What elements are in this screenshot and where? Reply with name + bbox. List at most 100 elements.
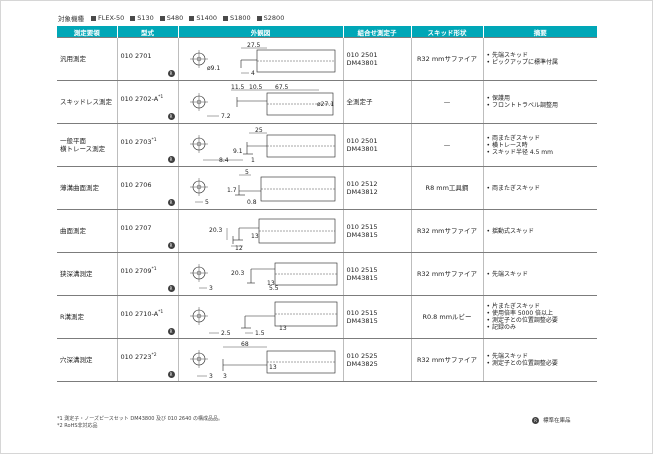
target-models-label: 対象機種 [58,15,84,23]
cell-method: 穴深溝測定 [57,338,118,382]
cell-skid: R32 mmサファイア [411,252,484,296]
dimension-label: 13 [279,325,287,332]
cell-skid: R8 mm工具鋼 [411,166,484,210]
header-method: 測定要領 [57,26,118,38]
rohs-icon: R [167,113,175,120]
dimension-label: 13 [251,233,259,240]
dimension-label: 11.5 [231,84,245,91]
dimension-label: 9.1 [233,148,243,155]
note-item: 記録のみ [487,324,595,331]
cell-method: 薄溝曲面測定 [57,166,118,210]
cell-skid: R0.8 mmルビー [411,295,484,339]
square-icon [91,15,96,21]
cell-notes: 先端スキッド [483,252,597,296]
note-item: 測定子との位置調整必要 [487,360,595,367]
dimension-label: ø27.1 [317,101,334,108]
cell-notes: 先端スキッドピックアップに標準付属 [483,37,597,81]
model-item: S480 [159,14,183,22]
note-item: 保護用 [487,95,595,102]
dimension-label: 5 [205,199,209,206]
model-item: S2800 [256,14,284,22]
header-probe: 組合せ測定子 [343,26,412,38]
rohs-icon: R [167,371,175,378]
rohs-icon: R [167,242,175,249]
cell-notes: 両またぎスキッド横トレース時スキッド半径 4.5 mm [483,123,597,167]
cell-skid: — [411,80,484,124]
rohs-icon: R [167,285,175,292]
target-models: 対象機種 FLEX-50 S130 S480 S1400 S1800 S2800 [58,13,290,23]
cell-method: 狭深溝測定 [57,252,118,296]
cell-method: 曲面測定 [57,209,118,253]
footnote-1: *1 測定子・ノーズピースセット DM43800 及び 010 2640 の構成… [57,416,224,422]
table-header-row: 測定要領 型式 外観図 組合せ測定子 スキッド形状 摘要 [57,26,597,38]
note-item: 両またぎスキッド [487,185,595,192]
rohs-icon: R [167,328,175,335]
dimension-label: ø9.1 [207,65,220,72]
dimension-label: 67.5 [275,84,289,91]
cell-method: 一般平面 横トレース測定 [57,123,118,167]
dimension-label: 4 [251,70,255,77]
header-figure: 外観図 [178,26,344,38]
cell-notes: 先端スキッド測定子との位置調整必要 [483,338,597,382]
rohs-icon: R [167,199,175,206]
note-item: 両またぎスキッド [487,135,595,142]
cell-notes: 両またぎスキッド [483,166,597,210]
dimension-label: 13 [267,280,275,287]
note-item: 揺動式スキッド [487,228,595,235]
model-item: S1800 [222,14,251,22]
square-icon [256,15,262,21]
cell-method: スキッドレス測定 [57,80,118,124]
cell-skid: R32 mmサファイア [411,209,484,253]
cell-notes: 片またぎスキッド使用倍率 5000 倍以上測定子との位置調整必要記録のみ [483,295,597,339]
dimension-label: 5.5 [269,285,279,292]
appearance-diagram: 27.5ø9.14 [189,42,335,77]
cell-skid: R32 mmサファイア [411,338,484,382]
header-type: 型式 [117,26,179,38]
header-skid: スキッド形状 [411,26,484,38]
rohs-icon: R [532,416,539,424]
dimension-label: 20.3 [209,227,223,234]
dimension-label: 3 [209,285,213,292]
dimension-label: 1 [251,157,255,164]
note-item: 先端スキッド [487,353,595,360]
note-item: フロントトラベル調整用 [487,102,595,109]
dimension-label: 7.2 [221,113,231,120]
legend-label: 標準在庫品 [543,418,571,424]
rohs-icon: R [167,156,175,163]
dimension-label: 13 [269,364,277,371]
cell-skid: — [411,123,484,167]
cell-method: R溝測定 [57,295,118,339]
dimension-label: 3 [209,373,213,380]
